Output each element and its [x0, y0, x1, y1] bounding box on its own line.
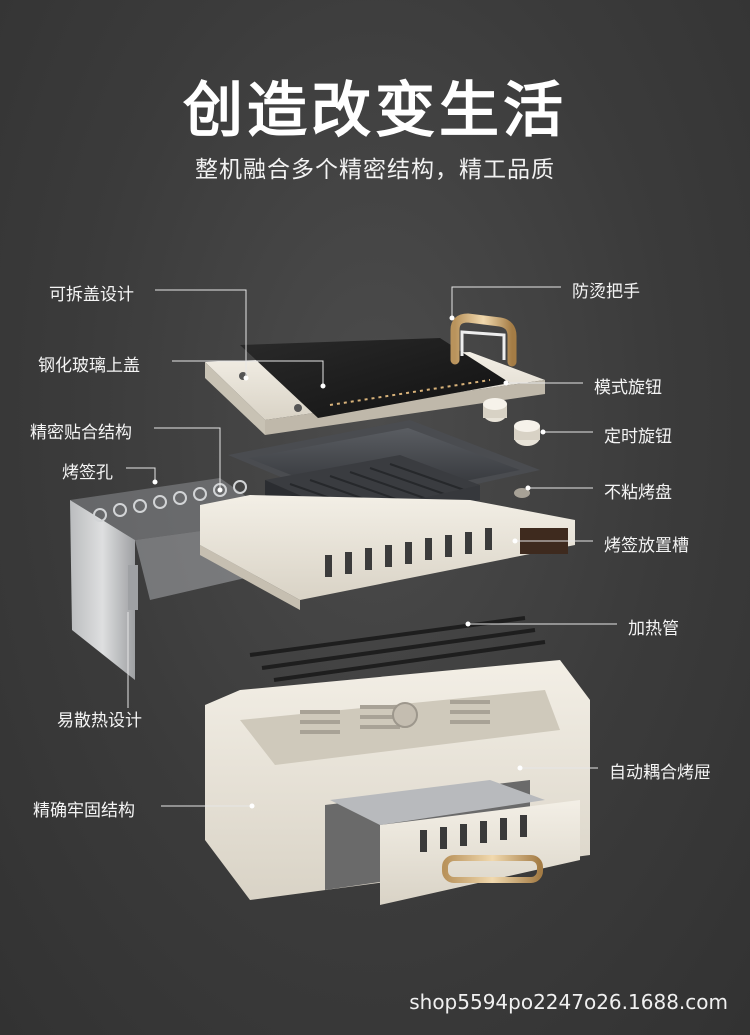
shop-url: shop5594po2247o26.1688.com [409, 990, 728, 1014]
callout-heatproof-handle: 防烫把手 [572, 282, 640, 302]
middle-frame [200, 488, 575, 610]
knob-icon [483, 398, 540, 446]
handle-icon [450, 313, 517, 367]
callout-heat-dissipation: 易散热设计 [57, 711, 142, 731]
callout-detachable-lid: 可拆盖设计 [49, 285, 134, 305]
callout-heating-tube: 加热管 [628, 619, 679, 639]
callout-skewer-holes: 烤签孔 [62, 463, 113, 483]
callout-nonstick-pan: 不粘烤盘 [604, 483, 672, 503]
callout-precise-fit: 精密贴合结构 [30, 423, 132, 443]
grill-drawer [330, 780, 580, 905]
callout-timer-knob: 定时旋钮 [604, 427, 672, 447]
page-subtitle: 整机融合多个精密结构，精工品质 [195, 157, 555, 183]
callout-auto-drawer: 自动耦合烤屉 [609, 763, 711, 783]
glass-lid [205, 338, 545, 435]
callout-mode-knob: 模式旋钮 [594, 378, 662, 398]
callout-tempered-glass-lid: 钢化玻璃上盖 [38, 356, 140, 376]
callout-sturdy-structure: 精确牢固结构 [33, 801, 135, 821]
page-title: 创造改变生活 [183, 76, 567, 146]
callout-skewer-slot: 烤签放置槽 [604, 536, 689, 556]
